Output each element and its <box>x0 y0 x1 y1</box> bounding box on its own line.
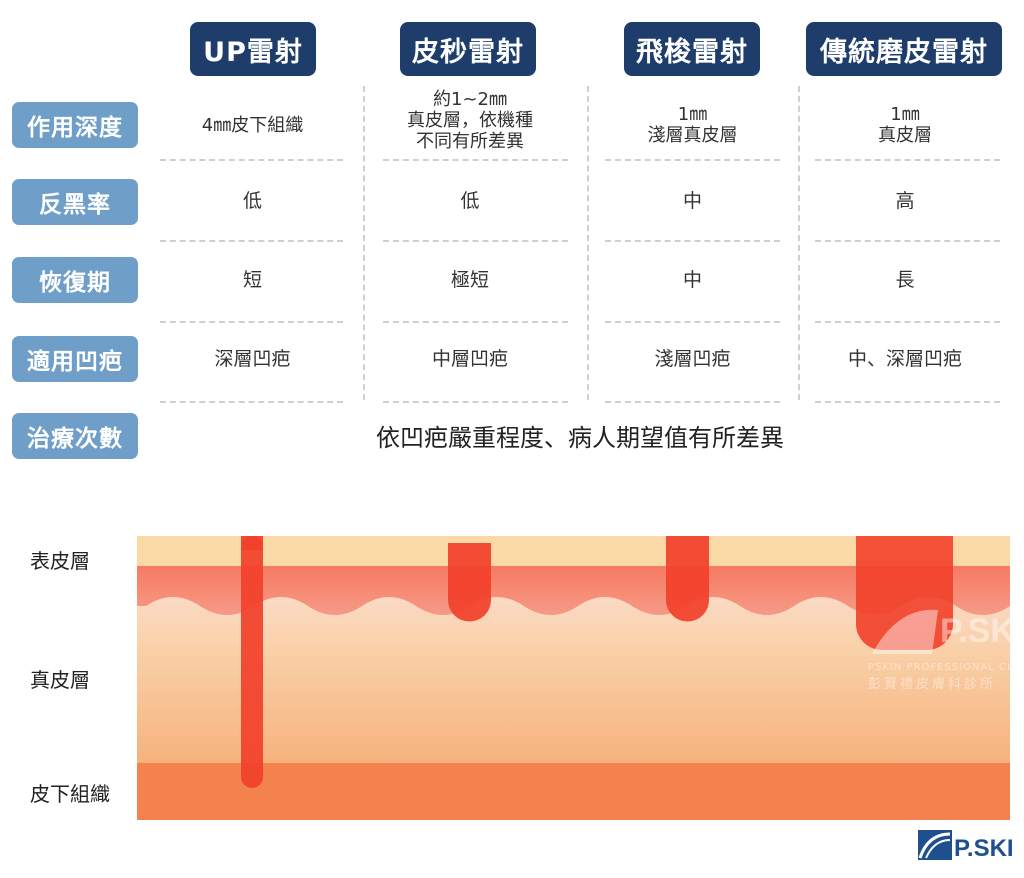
watermark-logo-icon: P.SKIN <box>872 609 1024 654</box>
cell-pih-up: 低 <box>242 190 262 212</box>
treatment-sessions-text: 依凹疤嚴重程度、病人期望值有所差異 <box>376 423 784 452</box>
cell-scar-pico: 中層凹疤 <box>431 348 508 370</box>
row-divider <box>383 321 568 323</box>
cell-line: 約1~2㎜ <box>433 88 507 110</box>
watermark-line2: 彭賢禮皮膚科診所 <box>868 677 997 692</box>
svg-text:P.SKIN: P.SKIN <box>940 612 1018 650</box>
pico-laser-channel <box>448 543 491 622</box>
skin-layer-diagram <box>137 536 1010 820</box>
row-divider <box>160 321 343 323</box>
row-divider <box>605 240 780 242</box>
row-divider <box>160 240 343 242</box>
cell-line: 不同有所差異 <box>416 130 524 152</box>
row-divider <box>815 321 1000 323</box>
cell-line: 1㎜ <box>677 104 708 125</box>
column-divider <box>363 86 365 400</box>
pskin-logo: P.SKIN <box>918 830 1014 862</box>
column-header-ablative-laser: 傳統磨皮雷射 <box>806 22 1002 76</box>
label-epidermis: 表皮層 <box>30 549 90 573</box>
watermark-line1: PSKIN PROFESSIONAL CLINIC <box>868 662 1024 673</box>
row-header-recovery: 恢復期 <box>12 257 138 303</box>
cell-pih-fractional: 中 <box>682 190 702 212</box>
row-divider <box>605 321 780 323</box>
row-divider <box>815 240 1000 242</box>
row-divider <box>383 401 568 403</box>
watermark: P.SKIN PSKIN PROFESSIONAL CLINIC 彭賢禮皮膚科診… <box>868 602 1024 694</box>
cell-depth-pico: 約1~2㎜ 真皮層，依機種 不同有所差異 <box>375 81 565 159</box>
cell-recovery-up: 短 <box>242 269 262 291</box>
row-divider <box>815 401 1000 403</box>
cell-depth-fractional: 1㎜ 淺層真皮層 <box>595 86 790 164</box>
fractional-laser-channel <box>666 536 709 622</box>
cell-line: 真皮層，依機種 <box>407 109 533 131</box>
up-laser-channel-top <box>241 536 263 550</box>
row-divider <box>160 159 343 161</box>
cell-pih-ablative: 高 <box>895 190 915 212</box>
cell-recovery-ablative: 長 <box>895 269 915 291</box>
cell-line: 真皮層 <box>878 125 932 146</box>
cell-recovery-pico: 極短 <box>450 269 489 291</box>
cell-depth-up: 4㎜皮下組織 <box>160 86 345 164</box>
row-divider <box>815 159 1000 161</box>
up-laser-channel <box>241 536 263 788</box>
cell-pih-pico: 低 <box>460 190 480 212</box>
row-divider <box>160 401 343 403</box>
row-header-pih-rate: 反黑率 <box>12 179 138 225</box>
row-header-sessions: 治療次數 <box>12 413 138 459</box>
label-dermis: 真皮層 <box>30 668 90 692</box>
svg-text:P.SKIN: P.SKIN <box>954 835 1014 862</box>
cell-depth-ablative: 1㎜ 真皮層 <box>805 86 1005 164</box>
column-header-up-laser: UP雷射 <box>190 22 316 76</box>
row-divider <box>605 159 780 161</box>
cell-recovery-fractional: 中 <box>682 269 702 291</box>
column-header-fractional-laser: 飛梭雷射 <box>624 22 760 76</box>
row-header-scar-type: 適用凹疤 <box>12 336 138 382</box>
row-divider <box>383 240 568 242</box>
cell-line: 淺層真皮層 <box>647 125 738 146</box>
column-header-picosecond-laser: 皮秒雷射 <box>400 22 536 76</box>
dermis-upper-wave <box>137 566 1010 615</box>
ablative-laser-channel <box>856 536 953 650</box>
cell-scar-ablative: 中、深層凹疤 <box>847 348 962 370</box>
column-divider <box>587 86 589 400</box>
row-divider <box>605 401 780 403</box>
subcutis-layer <box>137 763 1010 820</box>
cell-scar-fractional: 淺層凹疤 <box>654 348 731 370</box>
cell-line: 1㎜ <box>890 104 920 125</box>
cell-scar-up: 深層凹疤 <box>214 348 291 370</box>
row-divider <box>383 159 568 161</box>
cell-line: 4㎜皮下組織 <box>201 114 304 136</box>
label-subcutis: 皮下組織 <box>30 782 110 806</box>
column-divider <box>798 86 800 400</box>
row-header-depth: 作用深度 <box>12 102 138 148</box>
